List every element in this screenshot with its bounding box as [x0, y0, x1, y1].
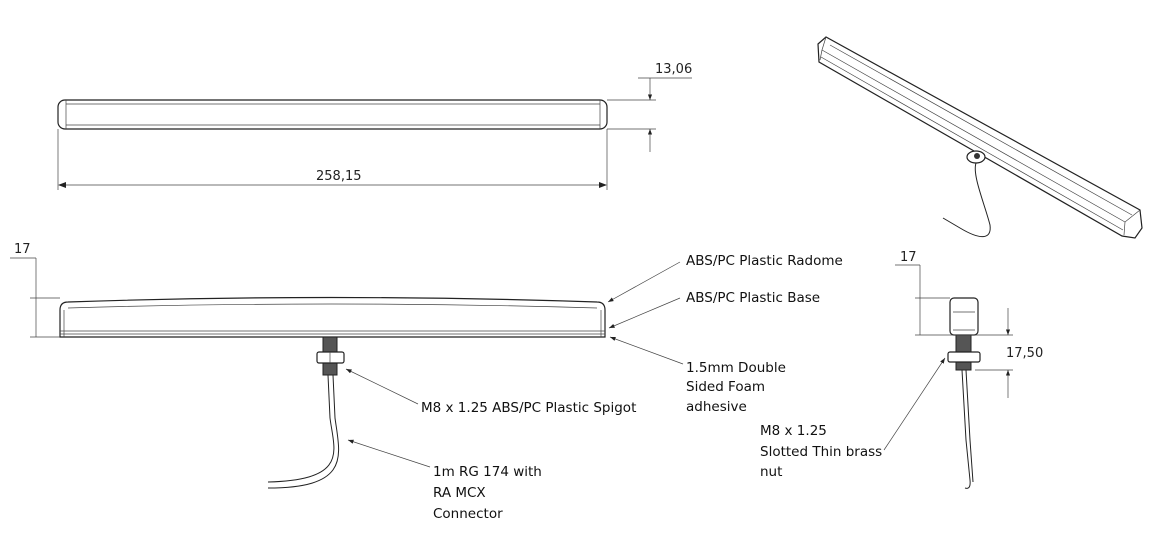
end-view: 17 17,50 M8 x 1.25 Slotted Thin brass nu…: [760, 250, 1043, 489]
adhesive-callout-line1: 1.5mm Double: [686, 360, 786, 376]
side-view: 17 ABS/PC Plastic Radome ABS/PC Plastic …: [10, 242, 843, 522]
length-dimension: 258,15: [316, 169, 362, 184]
adhesive-callout-line3: adhesive: [686, 399, 747, 415]
isometric-view: [817, 36, 1143, 239]
end-view-body: [949, 297, 979, 336]
spigot-length-dimension: 17,50: [1006, 346, 1043, 361]
end-height-dimension: 17: [900, 250, 917, 265]
cable-callout-line3: Connector: [433, 506, 503, 522]
side-height-dimension: 17: [14, 242, 31, 257]
side-view-body: [59, 296, 606, 338]
base-callout: ABS/PC Plastic Base: [686, 290, 820, 306]
top-height-dimension: 13,06: [655, 62, 692, 77]
top-view-body: [57, 99, 608, 130]
spigot-callout: M8 x 1.25 ABS/PC Plastic Spigot: [421, 400, 636, 416]
nut-callout-line3: nut: [760, 464, 782, 480]
side-nut: [316, 351, 345, 364]
cable-callout-line1: 1m RG 174 with: [433, 464, 542, 480]
top-view: 13,06 258,15: [57, 62, 692, 190]
radome-callout: ABS/PC Plastic Radome: [686, 253, 843, 269]
cable-callout-line2: RA MCX: [433, 485, 486, 501]
nut-callout-line2: Slotted Thin brass: [760, 444, 882, 460]
end-nut: [947, 351, 981, 363]
adhesive-callout-line2: Sided Foam: [686, 379, 765, 395]
nut-callout-line1: M8 x 1.25: [760, 423, 827, 439]
